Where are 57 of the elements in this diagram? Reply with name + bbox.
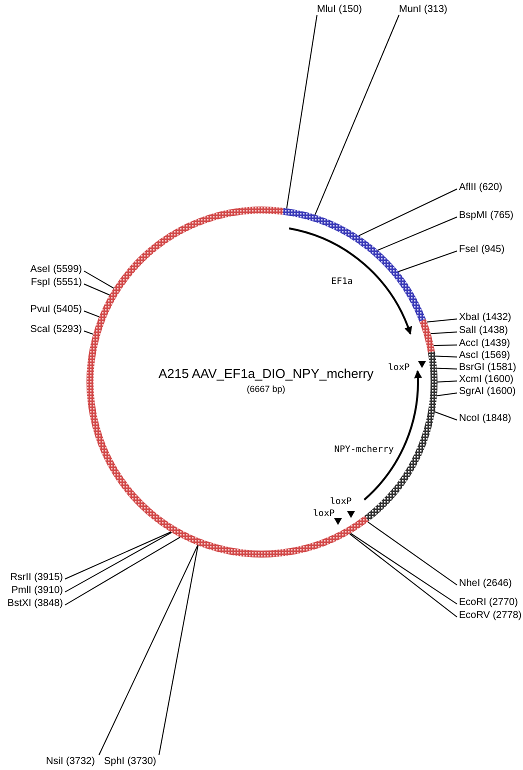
size-label: (6667 bp) — [246, 383, 286, 395]
leader-line — [437, 380, 458, 382]
leader-line — [367, 522, 458, 586]
leader-line — [286, 14, 318, 209]
leader-line — [377, 216, 458, 251]
feature-label: NPY-mcherry — [334, 444, 394, 456]
enzyme-site-label: FspI (5551) — [30, 277, 82, 289]
leader-line — [84, 330, 94, 335]
enzyme-site-label: AseI (5599) — [30, 264, 82, 276]
enzyme-site-label: BspMI (765) — [459, 210, 514, 222]
enzyme-site-label: PmlI (3910) — [11, 585, 63, 597]
enzyme-site-label: RsrII (3915) — [10, 572, 63, 584]
leader-line — [349, 534, 458, 618]
site-label: loxP — [330, 496, 352, 508]
leader-line — [433, 344, 458, 346]
enzyme-site-label: FseI (945) — [459, 244, 505, 256]
leader-line — [358, 188, 458, 236]
enzyme-site-label: MunI (313) — [399, 4, 448, 16]
enzyme-site-label: XbaI (1432) — [459, 312, 512, 324]
leader-line — [158, 544, 198, 756]
enzyme-site-label: EcoRV (2778) — [459, 610, 522, 622]
feature-label: EF1a — [331, 276, 353, 288]
enzyme-site-label: NcoI (1848) — [459, 413, 512, 425]
leader-line — [434, 411, 458, 420]
enzyme-site-label: ScaI (5293) — [30, 324, 82, 336]
leader-line — [64, 532, 172, 580]
enzyme-site-label: NsiI (3732) — [46, 756, 95, 768]
site-label: loxP — [388, 362, 410, 374]
enzyme-site-label: AccI (1439) — [459, 338, 510, 350]
leader-line — [435, 356, 458, 358]
leader-line — [436, 368, 458, 370]
leader-line — [350, 532, 458, 604]
leader-line — [98, 544, 198, 756]
enzyme-site-label: AflII (620) — [459, 182, 502, 194]
leader-line — [64, 532, 172, 592]
enzyme-site-label: MluI (150) — [317, 4, 362, 16]
leader-line — [430, 332, 458, 334]
leader-line — [64, 536, 181, 606]
leader-line — [436, 392, 458, 396]
leader-line — [426, 318, 458, 322]
enzyme-site-label: BsrGI (1581) — [459, 362, 516, 374]
enzyme-site-label: XcmI (1600) — [459, 374, 514, 386]
enzyme-site-label: BstXI (3848) — [7, 598, 63, 610]
leader-line — [398, 250, 458, 272]
enzyme-site-label: PvuI (5405) — [30, 304, 82, 316]
leader-line — [314, 14, 400, 216]
enzyme-site-label: SphI (3730) — [104, 756, 156, 768]
enzyme-site-label: AscI (1569) — [459, 350, 510, 362]
plasmid-title: A215 AAV_EF1a_DIO_NPY_mcherry — [158, 368, 374, 380]
leader-line — [84, 270, 114, 289]
enzyme-site-label: SalI (1438) — [459, 325, 508, 337]
leader-line — [84, 310, 100, 318]
leader-line — [84, 284, 110, 296]
enzyme-site-label: SgrAI (1600) — [459, 386, 516, 398]
site-label: loxP — [313, 508, 335, 520]
enzyme-site-label: NheI (2646) — [459, 578, 512, 590]
enzyme-site-label: EcoRI (2770) — [459, 597, 518, 609]
